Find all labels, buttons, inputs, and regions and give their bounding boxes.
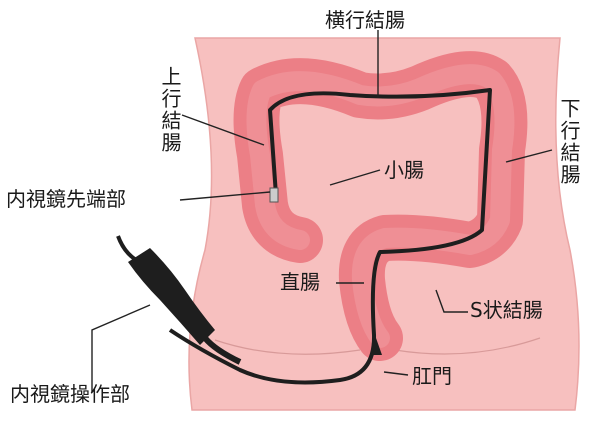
insertion-arrow: [370, 338, 382, 355]
colon: [233, 51, 528, 361]
hip-curve-right: [394, 337, 541, 355]
label-rectum: 直腸: [280, 270, 320, 294]
leader-lines: [91, 30, 553, 392]
endoscope-neck: [202, 336, 242, 365]
label-transverse-colon: 横行結腸: [325, 8, 405, 32]
label-anus: 肛門: [412, 364, 452, 388]
endoscope-tip-marker: [269, 187, 279, 203]
endoscope-control-body: [128, 248, 215, 345]
endoscope-tube: [168, 88, 492, 385]
hip-curve-left: [214, 339, 361, 355]
label-endoscope-control: 内視鏡操作部: [10, 382, 130, 406]
label-ascending-colon: 上行結腸: [158, 66, 182, 154]
label-small-intestine: 小腸: [384, 158, 424, 182]
label-sigmoid-colon: S状結腸: [470, 298, 543, 322]
label-descending-colon: 下行結腸: [557, 98, 581, 186]
label-endoscope-tip: 内視鏡先端部: [6, 187, 126, 211]
